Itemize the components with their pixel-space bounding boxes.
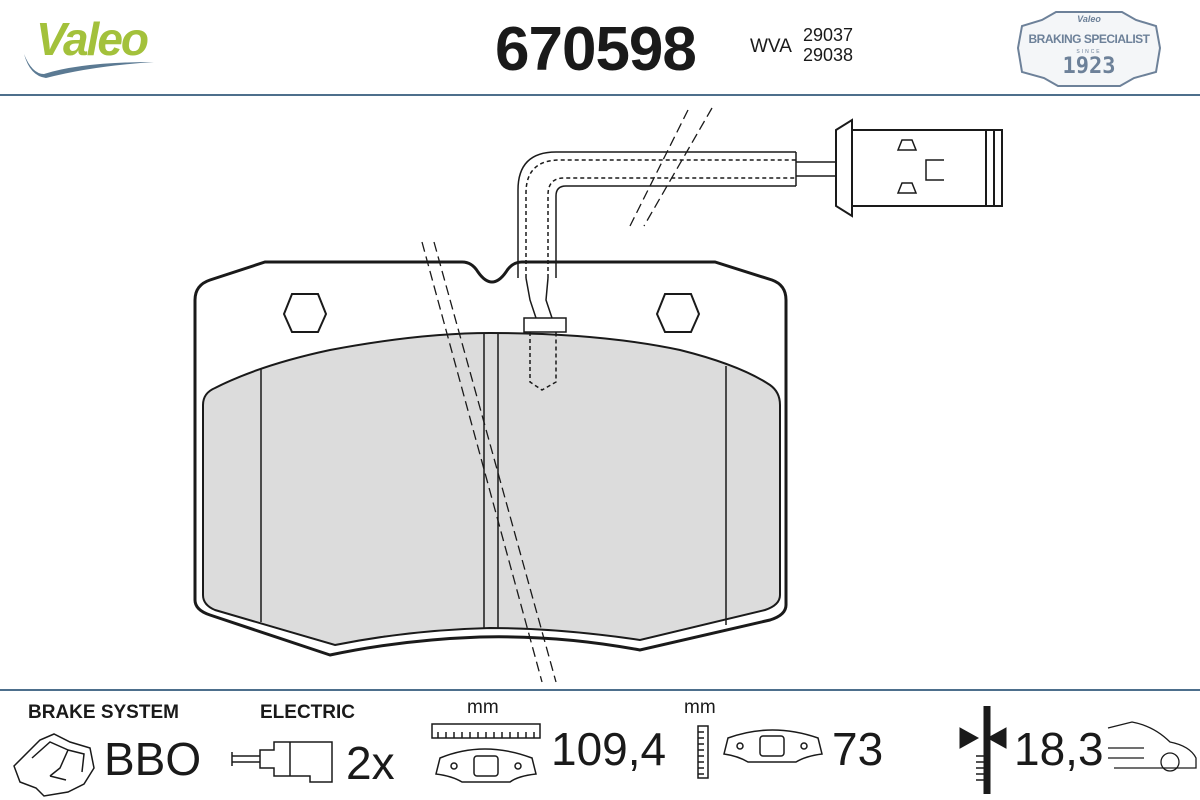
mount-hole-right bbox=[655, 293, 701, 333]
part-number: 670598 bbox=[495, 15, 697, 84]
caliper-icon bbox=[13, 733, 95, 797]
friction-material bbox=[202, 331, 781, 647]
badge-year: 1923 bbox=[1062, 54, 1116, 79]
wva-numbers: 29037 29038 bbox=[803, 25, 853, 65]
height-value: 73 bbox=[832, 723, 884, 775]
electric-label: ELECTRIC bbox=[260, 702, 355, 723]
footer-divider bbox=[0, 689, 1200, 691]
height-unit: mm bbox=[684, 697, 716, 718]
width-value: 109,4 bbox=[551, 723, 667, 775]
wear-sensor-wire bbox=[517, 151, 836, 391]
brake-pad-drawing bbox=[193, 107, 1003, 683]
wva-number: 29037 bbox=[803, 25, 854, 45]
brake-system-value: BBO bbox=[104, 733, 202, 785]
badge-shape-icon bbox=[1016, 11, 1162, 87]
valeo-logo: Valeo bbox=[36, 13, 149, 65]
wva-number: 29038 bbox=[803, 45, 854, 65]
sensor-connector-icon bbox=[231, 741, 333, 783]
sensor-connector bbox=[835, 118, 1003, 218]
header-divider bbox=[0, 94, 1200, 96]
thickness-icon bbox=[959, 706, 1007, 794]
pad-width-icon bbox=[431, 723, 541, 783]
mount-hole-left bbox=[282, 293, 328, 333]
width-unit: mm bbox=[467, 697, 499, 718]
logo-swoosh-icon bbox=[24, 54, 154, 78]
thickness-value: 18,3 bbox=[1014, 723, 1104, 775]
section-line bbox=[421, 107, 713, 683]
wva-label: WVA bbox=[750, 36, 792, 57]
badge-since: SINCE bbox=[1076, 49, 1102, 55]
pad-height-icon bbox=[697, 725, 823, 779]
badge-title: BRAKING SPECIALIST bbox=[1028, 32, 1150, 46]
car-front-axle-icon bbox=[1107, 721, 1197, 772]
braking-specialist-badge: Valeo BRAKING SPECIALIST SINCE 1923 bbox=[1016, 8, 1162, 88]
badge-brand: Valeo bbox=[1077, 14, 1101, 24]
electric-value: 2x bbox=[346, 737, 395, 789]
brake-system-label: BRAKE SYSTEM bbox=[28, 702, 179, 723]
